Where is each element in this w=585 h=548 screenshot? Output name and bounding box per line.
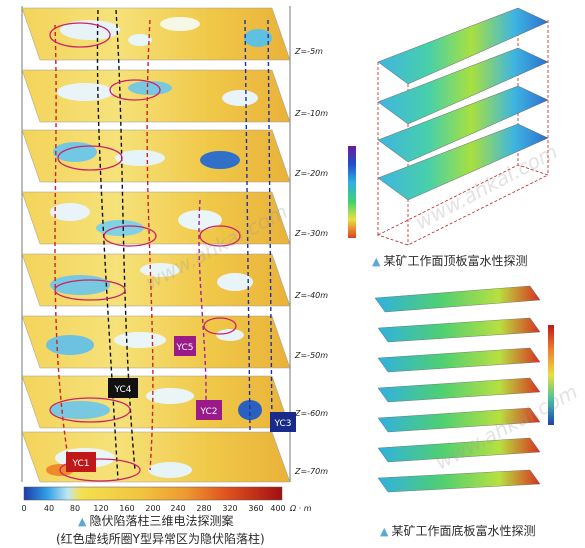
roof-layer-2: [377, 47, 549, 125]
slab-z5: [21, 7, 291, 61]
colorbar-tick: 200: [145, 504, 160, 513]
slab-z70: [21, 431, 291, 483]
anomaly-tag-yc3: YC3: [270, 412, 296, 432]
svg-text:YC5: YC5: [175, 343, 193, 353]
roof-layer-4: [377, 123, 549, 201]
colorbar-tick: 400: [270, 504, 285, 513]
floor-colorbar: [548, 325, 554, 425]
floor-layer-3: [377, 347, 541, 373]
depth-label: Z=-40m: [294, 291, 328, 300]
svg-text:YC3: YC3: [273, 419, 291, 429]
svg-text:YC2: YC2: [199, 407, 217, 417]
depth-labels: Z=-5m Z=-10m Z=-20m Z=-30m Z=-40m Z=-50m…: [294, 47, 328, 476]
roof-colorbar: [348, 146, 356, 238]
floor-water-figure: [374, 285, 554, 493]
depth-label: Z=-60m: [294, 409, 328, 418]
anomaly-tag-yc4: YC4: [108, 378, 138, 398]
depth-label: Z=-30m: [294, 229, 328, 238]
bottom-right-title: ▲某矿工作面底板富水性探测: [380, 524, 536, 538]
floor-layer-4: [377, 377, 541, 403]
anomaly-tag-yc5: YC5: [174, 336, 196, 356]
floor-layer-7: [377, 469, 541, 493]
roof-layer-1: [377, 7, 549, 85]
triangle-icon: ▲: [372, 255, 381, 268]
slab-z20: [21, 129, 291, 183]
colorbar-tick: 280: [196, 504, 211, 513]
depth-label: Z=-5m: [294, 47, 323, 56]
svg-text:YC4: YC4: [113, 385, 131, 395]
floor-layer-6: [377, 437, 541, 463]
colorbar-tick: 240: [170, 504, 185, 513]
anomaly-tag-yc2: YC2: [196, 400, 222, 420]
top-right-title: ▲某矿工作面顶板富水性探测: [372, 254, 528, 268]
colorbar-tick: 80: [70, 504, 80, 513]
colorbar-unit: Ω · m: [289, 504, 312, 513]
left-subtitle: (红色虚线所圈Y型异常区为隐伏陷落柱): [56, 532, 265, 546]
left-title: ▲隐伏陷落柱三维电法探测案: [78, 514, 234, 528]
depth-label: Z=-50m: [294, 351, 328, 360]
colorbar-tick: 320: [222, 504, 237, 513]
svg-text:YC1: YC1: [71, 459, 89, 469]
depth-label: Z=-10m: [294, 109, 328, 118]
depth-label: Z=-70m: [294, 467, 328, 476]
slab-z50: [21, 315, 291, 369]
roof-layer-3: [377, 85, 549, 163]
triangle-icon: ▲: [78, 515, 87, 528]
triangle-icon: ▲: [380, 525, 389, 538]
colorbar-tick: 360: [248, 504, 263, 513]
left-stack: Z=-5m Z=-10m Z=-20m Z=-30m Z=-40m Z=-50m…: [21, 6, 328, 483]
colorbar: 0 40 80 120 160 200 240 280 320 360 400 …: [21, 486, 312, 513]
depth-label: Z=-20m: [294, 169, 328, 178]
colorbar-tick: 160: [119, 504, 134, 513]
floor-layer-1: [374, 285, 541, 313]
floor-layer-5: [377, 407, 541, 433]
roof-water-figure: [348, 7, 550, 246]
slab-z30: [21, 191, 291, 245]
colorbar-tick: 120: [93, 504, 108, 513]
anomaly-tag-yc1: YC1: [66, 452, 96, 472]
slab-z60: [21, 375, 291, 429]
anomaly-dashed-lines: [54, 9, 273, 481]
colorbar-tick: 0: [21, 504, 26, 513]
anomaly-ellipses: [49, 22, 241, 482]
floor-layer-2: [377, 317, 541, 343]
colorbar-tick: 40: [44, 504, 54, 513]
